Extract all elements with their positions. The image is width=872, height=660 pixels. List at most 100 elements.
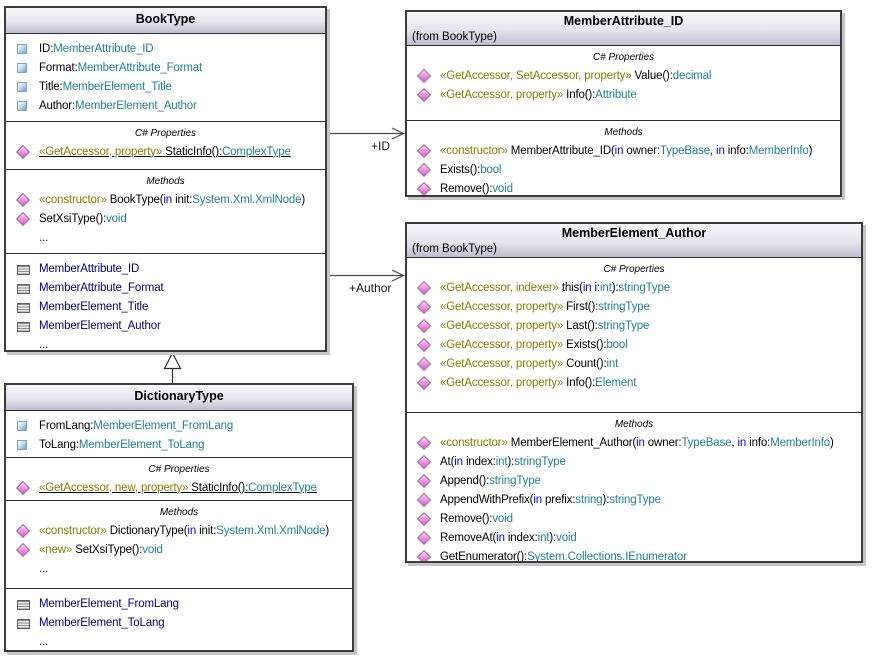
member-row[interactable]: FromLang:MemberElement_FromLang [6,416,352,435]
class-header[interactable]: MemberElement_Author (from BookType) [407,224,861,257]
member-text: Author:MemberElement_Author [39,99,197,112]
operation-icon [417,474,431,488]
member-row[interactable]: MemberAttribute_Format [6,278,325,297]
compartment-methods: Methods «constructor» MemberAttribute_ID… [407,120,840,195]
compartment-methods: Methods «constructor» BookType(in init:S… [6,169,325,253]
member-text: «constructor» MemberAttribute_ID(in owne… [440,144,813,157]
member-text: At(in index:int):stringType [440,455,566,468]
compartment-methods: Methods «constructor» DictionaryType(in … [6,500,352,588]
operation-icon [417,376,431,390]
member-row[interactable]: ... [6,559,352,578]
member-row[interactable]: MemberElement_ToLang [6,613,352,632]
member-row[interactable]: Append():stringType [407,471,861,490]
class-box-dictionary-type[interactable]: DictionaryType FromLang:MemberElement_Fr… [4,383,354,652]
compartment-caption-methods: Methods [604,127,643,138]
operation-icon [16,193,30,207]
member-text: «GetAccessor, property» StaticInfo():Com… [39,145,291,158]
class-header[interactable]: DictionaryType [6,385,352,410]
member-text: ID:MemberAttribute_ID [39,42,154,55]
member-row[interactable]: MemberElement_FromLang [6,594,352,613]
class-title: MemberAttribute_ID [563,14,684,28]
member-text: «GetAccessor, property» First():stringTy… [440,300,650,313]
member-text: ... [39,231,49,244]
member-text: ... [39,338,49,351]
association-label-author[interactable]: +Author [349,281,392,295]
nested-class-icon [16,597,30,611]
operation-icon [417,531,431,545]
operation-icon [16,481,30,495]
member-row[interactable]: «constructor» MemberElement_Author(in ow… [407,433,861,452]
member-row[interactable]: «GetAccessor, SetAccessor, property» Val… [407,66,840,85]
member-text: Append():stringType [440,474,541,487]
row-indent-spacer [16,635,30,649]
class-box-member-attribute-id[interactable]: MemberAttribute_ID (from BookType) C# Pr… [405,10,842,197]
member-row[interactable]: Exists():bool [407,160,840,179]
member-row[interactable]: «GetAccessor, property» Info():Attribute [407,85,840,104]
attribute-icon [16,42,30,56]
generalization-arrow[interactable] [163,351,182,383]
member-row[interactable]: MemberAttribute_ID [6,259,325,278]
member-text: «GetAccessor, property» Info():Element [440,376,637,389]
class-title: MemberElement_Author [561,226,707,240]
member-row[interactable]: «constructor» DictionaryType(in init:Sys… [6,521,352,540]
member-row[interactable]: ... [6,632,352,650]
compartment-attributes: ID:MemberAttribute_ID Format:MemberAttrib… [6,33,325,121]
member-row[interactable]: ... [6,335,325,351]
member-row[interactable]: ... [6,228,325,247]
class-box-booktype[interactable]: BookType ID:MemberAttribute_ID Format:Mem… [4,6,327,352]
member-text: Remove():void [440,512,513,525]
member-text: AppendWithPrefix(in prefix:string):strin… [440,493,661,506]
member-row[interactable]: SetXsiType():void [6,209,325,228]
compartment-caption-properties: C# Properties [603,264,665,275]
compartment-caption-methods: Methods [146,176,185,187]
member-row[interactable]: GetEnumerator():System.Collections.IEnum… [407,547,861,562]
member-row[interactable]: «constructor» BookType(in init:System.Xm… [6,190,325,209]
operation-icon [417,281,431,295]
member-row[interactable]: «GetAccessor, property» StaticInfo():Com… [6,142,325,161]
member-row[interactable]: Format:MemberAttribute_Format [6,58,325,77]
member-row[interactable]: «GetAccessor, property» First():stringTy… [407,297,861,316]
member-row[interactable]: Remove():void [407,509,861,528]
member-row[interactable]: MemberElement_Title [6,297,325,316]
member-row[interactable]: «GetAccessor, indexer» this(in i:int):st… [407,278,861,297]
member-row[interactable]: «GetAccessor, new, property» StaticInfo(… [6,478,352,497]
member-row[interactable]: Remove():void [407,179,840,195]
compartment-caption-properties: C# Properties [134,128,197,139]
attribute-icon [16,80,30,94]
row-indent-spacer [16,338,30,351]
member-text: Exists():bool [440,163,502,176]
attribute-icon [16,99,30,113]
member-row[interactable]: ID:MemberAttribute_ID [6,39,325,58]
class-title: DictionaryType [134,389,224,403]
compartment-properties: C# Properties «GetAccessor, new, propert… [6,457,352,500]
member-row[interactable]: RemoveAt(in index:int):void [407,528,861,547]
member-row[interactable]: AppendWithPrefix(in prefix:string):strin… [407,490,861,509]
class-header[interactable]: MemberAttribute_ID (from BookType) [407,12,840,45]
member-row[interactable]: «GetAccessor, property» Last():stringTyp… [407,316,861,335]
compartment-properties: C# Properties «GetAccessor, indexer» thi… [407,257,861,412]
member-text: Remove():void [440,182,513,195]
member-row[interactable]: ToLang:MemberElement_ToLang [6,435,352,454]
member-row[interactable]: «GetAccessor, property» Count():int [407,354,861,373]
attribute-icon [16,438,30,452]
member-row[interactable]: MemberElement_Author [6,316,325,335]
member-row[interactable]: «constructor» MemberAttribute_ID(in owne… [407,141,840,160]
nested-class-icon [16,300,30,314]
member-row[interactable]: «new» SetXsiType():void [6,540,352,559]
association-id-arrow[interactable] [327,127,405,140]
member-row[interactable]: Title:MemberElement_Title [6,77,325,96]
member-text: MemberElement_ToLang [39,616,165,629]
class-title: BookType [135,12,196,26]
member-row[interactable]: At(in index:int):stringType [407,452,861,471]
member-row[interactable]: «GetAccessor, property» Exists():bool [407,335,861,354]
association-label-id[interactable]: +ID [371,139,391,153]
compartment-properties: C# Properties «GetAccessor, SetAccessor,… [407,45,840,120]
member-text: GetEnumerator():System.Collections.IEnum… [440,550,687,562]
member-row[interactable]: «GetAccessor, property» Info():Element [407,373,861,392]
member-text: «GetAccessor, new, property» StaticInfo(… [39,481,317,494]
class-box-member-element-author[interactable]: MemberElement_Author (from BookType) C# … [405,222,863,563]
class-header[interactable]: BookType [6,8,325,33]
member-text: MemberAttribute_ID [39,262,140,275]
member-row[interactable]: Author:MemberElement_Author [6,96,325,115]
association-author-arrow[interactable] [327,269,405,282]
